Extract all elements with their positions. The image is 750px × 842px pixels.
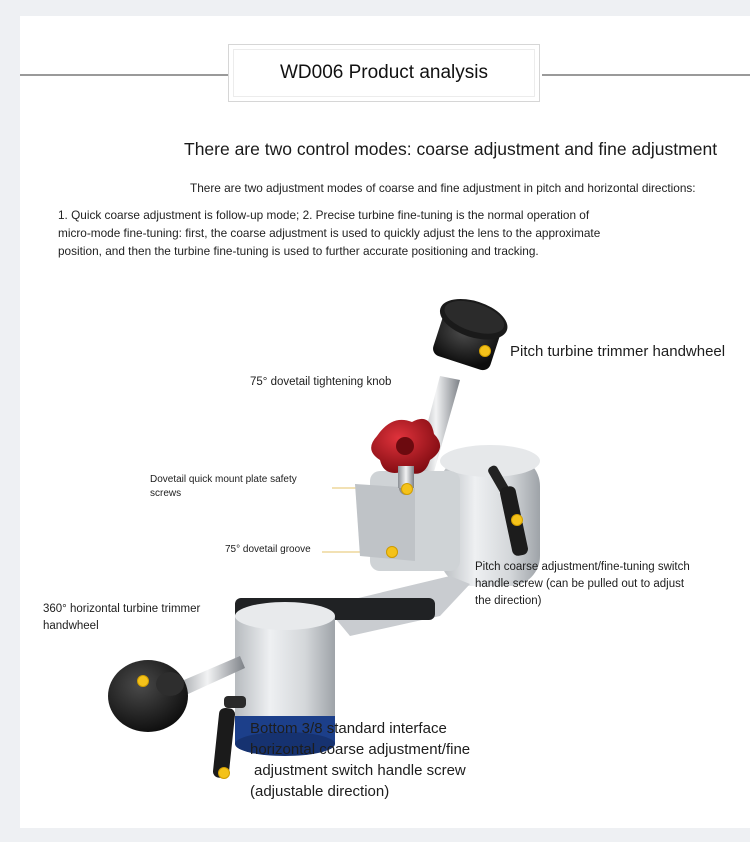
description-paragraph: 1. Quick coarse adjustment is follow-up …	[58, 206, 688, 260]
label-pitch-handwheel: Pitch turbine trimmer handwheel	[510, 343, 726, 360]
label-dovetail-groove: 75° dovetail groove	[225, 544, 311, 555]
label-line: Pitch coarse adjustment/fine-tuning swit…	[475, 561, 690, 573]
label-line: handwheel	[43, 620, 99, 632]
marker-horizontal-handwheel	[137, 675, 149, 687]
label-line: (adjustable direction)	[250, 783, 390, 800]
gimbal-head-illustration	[108, 298, 540, 779]
label-line: horizontal coarse adjustment/fine	[250, 741, 471, 758]
label-safety-screws: Dovetail quick mount plate safety screws	[150, 473, 297, 501]
page-title: WD006 Product analysis	[228, 44, 540, 102]
product-page: WD006 Product analysis There are two con…	[20, 16, 750, 828]
label-dovetail-knob: 75° dovetail tightening knob	[250, 376, 392, 388]
description-line: micro-mode fine-tuning: first, the coars…	[58, 226, 601, 240]
description-line: 1. Quick coarse adjustment is follow-up …	[58, 208, 590, 222]
section-tagline: There are two adjustment modes of coarse…	[190, 181, 696, 195]
label-line: screws	[150, 488, 182, 499]
marker-safety-screws	[401, 483, 413, 495]
label-line: Bottom 3/8 standard interface	[250, 720, 447, 737]
description-line: position, and then the turbine fine-tuni…	[58, 244, 539, 258]
label-bottom-interface: Bottom 3/8 standard interface horizontal…	[250, 718, 470, 802]
section-subtitle: There are two control modes: coarse adju…	[184, 139, 718, 159]
marker-base-switch	[218, 767, 230, 779]
marker-dovetail-groove	[386, 546, 398, 558]
page-title-text: WD006 Product analysis	[279, 62, 489, 83]
label-line: Dovetail quick mount plate safety	[150, 474, 297, 485]
marker-pitch-handwheel	[479, 345, 491, 357]
label-horizontal-handwheel: 360° horizontal turbine trimmer handwhee…	[43, 601, 200, 635]
marker-pitch-switch	[511, 514, 523, 526]
label-line: the direction)	[475, 595, 542, 607]
label-line: adjustment switch handle screw	[254, 762, 466, 779]
label-pitch-switch: Pitch coarse adjustment/fine-tuning swit…	[475, 559, 690, 610]
header-divider-left	[20, 74, 230, 76]
label-line: 360° horizontal turbine trimmer	[43, 603, 201, 615]
header-divider-right	[542, 74, 750, 76]
label-line: handle screw (can be pulled out to adjus…	[475, 578, 685, 590]
